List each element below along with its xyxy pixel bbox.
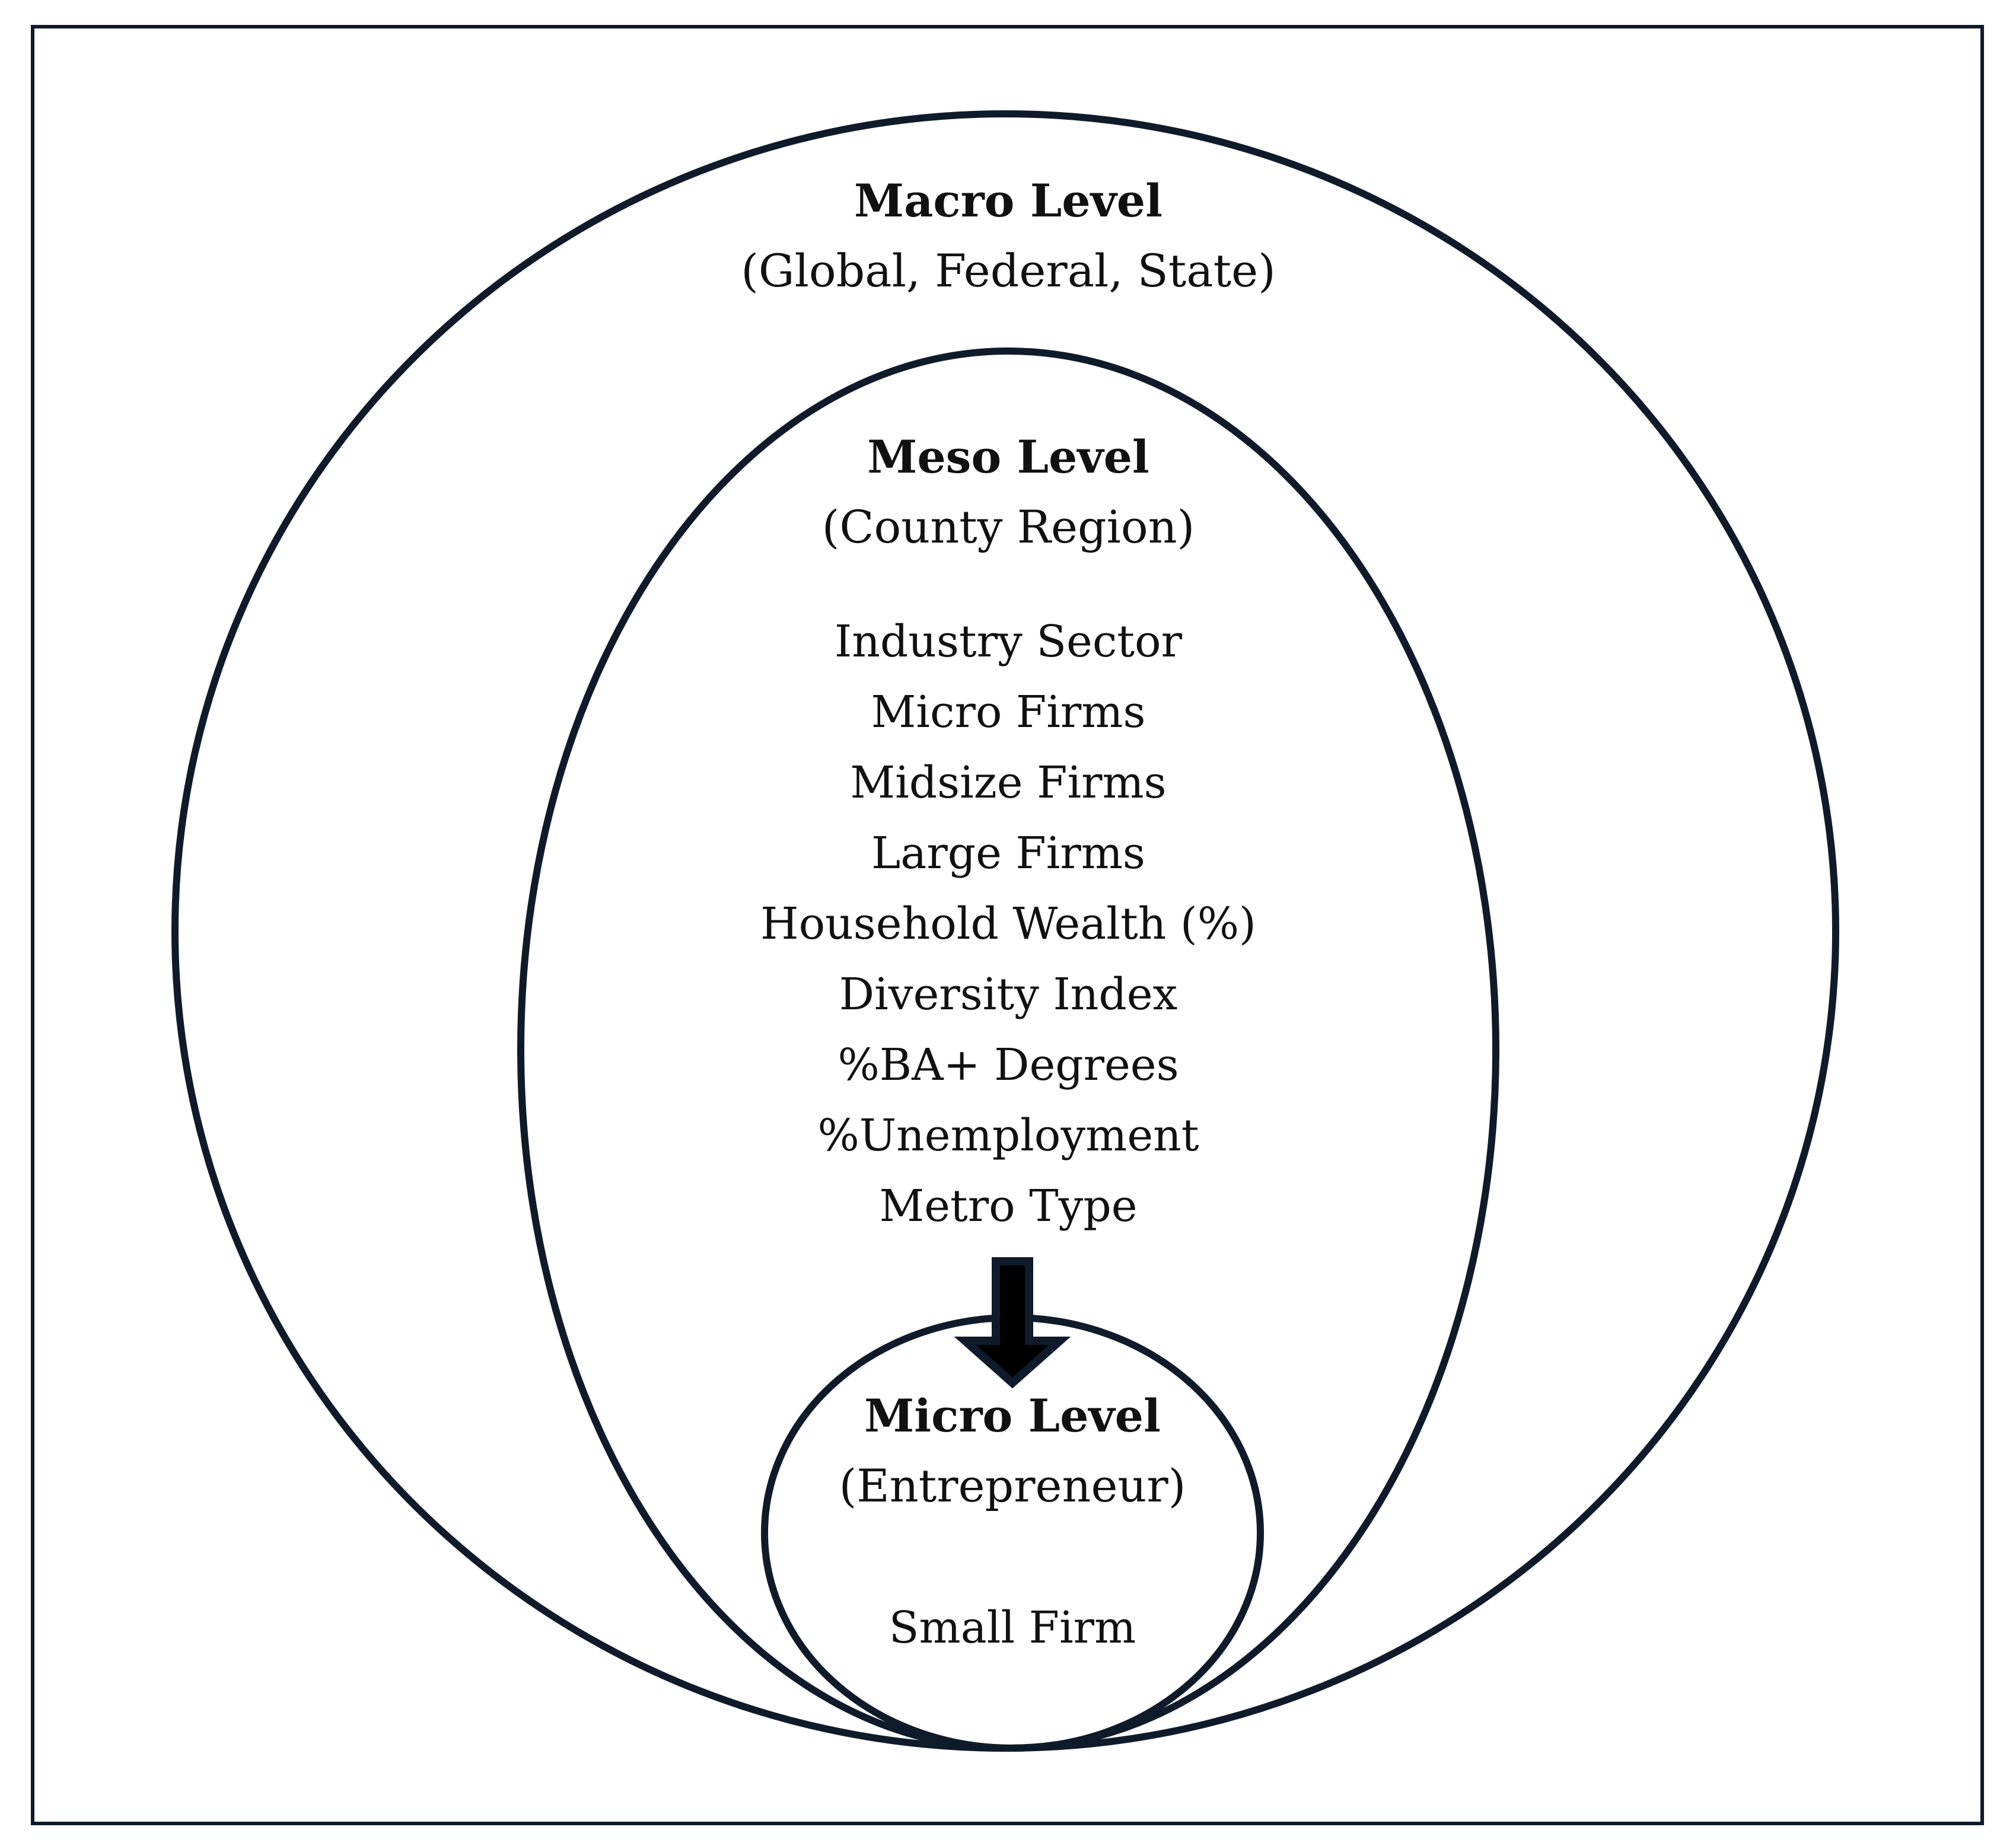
macro-level-title: Macro Level [854,174,1163,227]
meso-item-metro-type: Metro Type [879,1181,1137,1232]
meso-item-large-firms: Large Firms [871,828,1145,879]
meso-item-micro-firms: Micro Firms [871,687,1146,738]
micro-level-subtitle: (Entrepreneur) [839,1459,1186,1512]
meso-item-industry-sector: Industry Sector [835,616,1183,667]
micro-level-title: Micro Level [864,1389,1161,1442]
meso-item-midsize-firms: Midsize Firms [850,757,1166,808]
meso-item-household-wealth: Household Wealth (%) [760,898,1256,949]
micro-item-small-firm: Small Firm [889,1602,1136,1653]
meso-item-ba-degrees: %BA+ Degrees [837,1040,1179,1091]
diagram-frame [31,25,1984,1825]
macro-level-subtitle: (Global, Federal, State) [741,244,1276,297]
meso-item-diversity-index: Diversity Index [839,969,1177,1020]
meso-level-items: Industry Sector Micro Firms Midsize Firm… [760,616,1256,1232]
meso-item-unemployment: %Unemployment [817,1110,1199,1161]
meso-level-subtitle: (County Region) [822,500,1195,553]
meso-level-title: Meso Level [867,431,1149,483]
down-arrow-icon [954,1257,1071,1389]
